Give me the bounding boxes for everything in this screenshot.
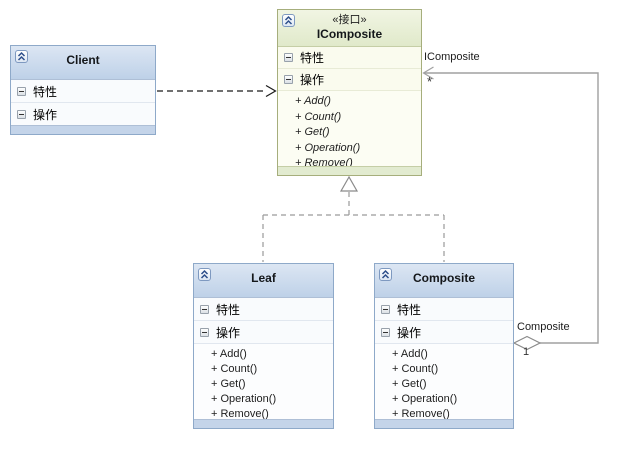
class-box-leaf[interactable]: Leaf 特性 操作 + Add() + Count() + Get() + O… bbox=[193, 263, 334, 429]
operation-item[interactable]: + Get() bbox=[392, 378, 427, 390]
collapse-minus-icon[interactable] bbox=[17, 109, 26, 119]
attributes-label: 特性 bbox=[397, 302, 422, 317]
operation-item[interactable]: + Operation() bbox=[295, 141, 361, 154]
collapse-minus-icon[interactable] bbox=[17, 86, 26, 96]
operation-item[interactable]: + Add() bbox=[211, 348, 247, 360]
operations-section[interactable]: 操作 bbox=[11, 103, 155, 126]
collapse-minus-icon[interactable] bbox=[284, 75, 293, 84]
interface-title: IComposite bbox=[316, 27, 383, 41]
operation-item[interactable]: + Count() bbox=[392, 363, 439, 375]
hollow-diamond bbox=[512, 335, 542, 351]
box-footer bbox=[194, 419, 333, 428]
operation-item[interactable]: + Add() bbox=[392, 348, 428, 360]
realization-connector[interactable] bbox=[262, 175, 445, 262]
class-box-client[interactable]: Client 特性 操作 bbox=[10, 45, 156, 135]
operation-item[interactable]: + Add() bbox=[295, 95, 331, 107]
collapse-chevron-icon[interactable] bbox=[198, 268, 211, 281]
operation-item[interactable]: + Count() bbox=[211, 363, 258, 375]
association-target-multiplicity: * bbox=[427, 74, 433, 89]
aggregation-connector[interactable] bbox=[422, 66, 599, 351]
operation-item[interactable]: + Get() bbox=[295, 126, 330, 138]
hollow-triangle-arrowhead bbox=[339, 175, 359, 192]
box-footer bbox=[278, 166, 421, 175]
class-title: Composite bbox=[412, 271, 475, 285]
association-source-multiplicity: 1 bbox=[523, 346, 530, 358]
operations-section[interactable]: 操作 bbox=[278, 69, 421, 91]
collapse-chevron-icon[interactable] bbox=[15, 50, 28, 63]
association-target-role-label: IComposite bbox=[424, 51, 480, 63]
collapse-minus-icon[interactable] bbox=[200, 304, 209, 314]
collapse-minus-icon[interactable] bbox=[381, 327, 390, 337]
collapse-chevron-icon[interactable] bbox=[379, 268, 392, 281]
collapse-minus-icon[interactable] bbox=[284, 53, 293, 62]
attributes-section[interactable]: 特性 bbox=[375, 298, 513, 321]
class-header: Leaf bbox=[194, 264, 333, 298]
interface-box-icomposite[interactable]: «接口» IComposite 特性 操作 + Add() + Count() … bbox=[277, 9, 422, 176]
attributes-label: 特性 bbox=[300, 51, 325, 65]
operations-list: + Add() + Count() + Get() + Operation() … bbox=[375, 344, 513, 422]
box-footer bbox=[11, 125, 155, 134]
collapse-minus-icon[interactable] bbox=[200, 327, 209, 337]
operation-item[interactable]: + Get() bbox=[211, 378, 246, 390]
operations-list: + Add() + Count() + Get() + Operation() … bbox=[194, 344, 333, 422]
attributes-label: 特性 bbox=[216, 302, 241, 317]
operation-item[interactable]: + Remove() bbox=[392, 408, 450, 420]
operations-section[interactable]: 操作 bbox=[194, 321, 333, 344]
operation-item[interactable]: + Operation() bbox=[392, 393, 458, 405]
operations-label: 操作 bbox=[33, 107, 58, 122]
operations-label: 操作 bbox=[216, 325, 241, 340]
attributes-section[interactable]: 特性 bbox=[278, 47, 421, 69]
interface-header: «接口» IComposite bbox=[278, 10, 421, 47]
box-footer bbox=[375, 419, 513, 428]
class-title: Client bbox=[66, 53, 100, 67]
class-title: Leaf bbox=[251, 271, 276, 285]
operations-section[interactable]: 操作 bbox=[375, 321, 513, 344]
operations-list: + Add() + Count() + Get() + Operation() … bbox=[278, 91, 421, 172]
operation-item[interactable]: + Operation() bbox=[211, 393, 277, 405]
attributes-section[interactable]: 特性 bbox=[194, 298, 333, 321]
collapse-minus-icon[interactable] bbox=[381, 304, 390, 314]
stereotype-label: «接口» bbox=[332, 14, 367, 26]
attributes-label: 特性 bbox=[33, 84, 58, 99]
operations-label: 操作 bbox=[300, 73, 325, 87]
dependency-connector[interactable] bbox=[157, 84, 277, 98]
association-source-role-label: Composite bbox=[517, 321, 570, 333]
operation-item[interactable]: + Remove() bbox=[211, 408, 269, 420]
class-header: Composite bbox=[375, 264, 513, 298]
class-box-composite[interactable]: Composite 特性 操作 + Add() + Count() + Get(… bbox=[374, 263, 514, 429]
collapse-chevron-icon[interactable] bbox=[282, 14, 295, 27]
class-header: Client bbox=[11, 46, 155, 80]
attributes-section[interactable]: 特性 bbox=[11, 80, 155, 103]
operations-label: 操作 bbox=[397, 325, 422, 340]
operation-item[interactable]: + Count() bbox=[295, 110, 342, 123]
